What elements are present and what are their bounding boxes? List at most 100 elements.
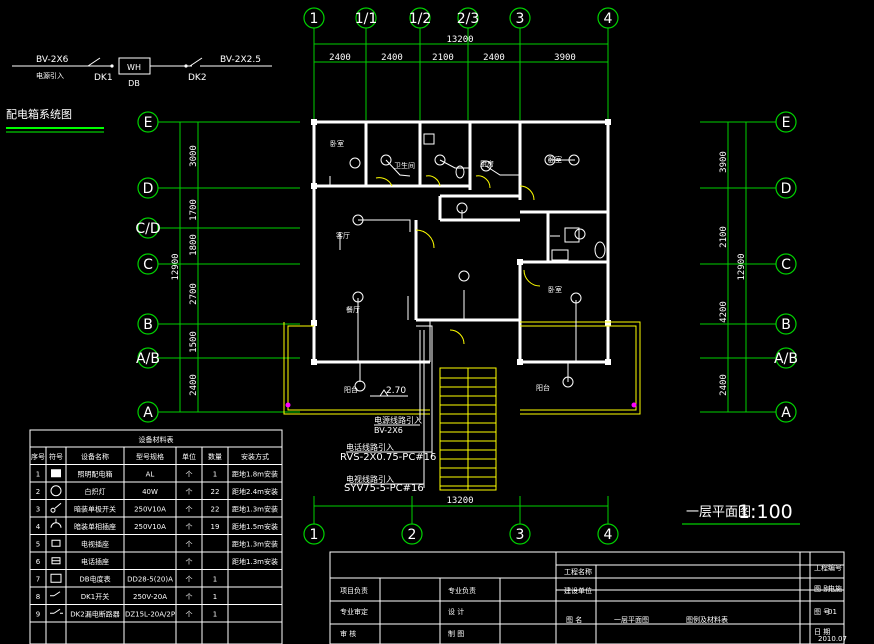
tv-lead-cable: SYV75-5-PC#16 bbox=[344, 483, 424, 494]
materials-header: 数量 bbox=[208, 452, 222, 461]
tb-check: 专业审定 bbox=[340, 607, 368, 616]
axis-label: B bbox=[143, 317, 153, 333]
materials-cell: 距地1.3m安装 bbox=[232, 557, 278, 566]
top-dimensions: 13200 2400 2400 2100 2400 3900 bbox=[314, 35, 608, 63]
tb-date-label: 日 期 bbox=[814, 628, 830, 636]
materials-cell: 6 bbox=[36, 558, 41, 566]
axis-label: C bbox=[781, 257, 791, 273]
right-dim-4: 2400 bbox=[719, 374, 729, 396]
tb-proj-lead: 项目负责 bbox=[340, 586, 368, 595]
system-title: 配电箱系统图 bbox=[6, 107, 72, 121]
materials-cell: 3 bbox=[36, 506, 40, 514]
right-dim-1: 3900 bbox=[719, 151, 729, 173]
materials-cell: 个 bbox=[186, 523, 193, 531]
left-dim-1: 3000 bbox=[189, 145, 199, 167]
material-symbol-icon bbox=[50, 518, 62, 528]
materials-cell: 1 bbox=[213, 471, 217, 479]
floor-plan: 卧室 卫生间 厨房 客厅 卧室 卧室 餐厅 阳台 阳台 楼梯 2.70 电源线路… bbox=[283, 119, 641, 494]
left-dim-2: 1700 bbox=[189, 199, 199, 221]
materials-cell: AL bbox=[146, 471, 155, 479]
materials-cell: 40W bbox=[142, 488, 158, 496]
materials-cell: 白炽灯 bbox=[85, 487, 106, 496]
materials-cell: 个 bbox=[186, 541, 193, 549]
left-dim-6: 2400 bbox=[189, 374, 199, 396]
material-symbol-icon bbox=[51, 469, 61, 478]
materials-cell: DZ15L-20A/2P bbox=[125, 611, 175, 619]
material-symbol-icon bbox=[51, 539, 61, 547]
left-dimensions: 12900 3000 1700 1800 2700 1500 2400 bbox=[171, 122, 199, 412]
materials-cell: 距地2.4m安装 bbox=[232, 487, 278, 496]
tb-project-name: 工程名称 bbox=[564, 567, 592, 576]
materials-cell: 250V10A bbox=[134, 523, 166, 531]
materials-cell: DK1开关 bbox=[81, 592, 109, 601]
axis-label: 1/2 bbox=[409, 11, 432, 27]
axis-label: 3 bbox=[516, 527, 525, 543]
axis-label: D bbox=[781, 181, 792, 197]
materials-header: 符号 bbox=[49, 452, 63, 461]
axis-label: A/B bbox=[136, 351, 160, 367]
tv-lead-label: 电视线路引入 bbox=[346, 474, 394, 484]
tb-drawing-no-label: 图 别 bbox=[814, 584, 830, 593]
tb-prof-lead: 专业负责 bbox=[448, 586, 476, 595]
power-lead-label: 电源线路引入 bbox=[374, 415, 422, 425]
materials-cell: 电话插座 bbox=[81, 557, 109, 566]
level-mark: 2.70 bbox=[386, 386, 406, 396]
right-dimensions: 12900 3900 2100 4200 2400 bbox=[719, 122, 747, 412]
cable-in-sub: 电源引入 bbox=[36, 71, 64, 80]
materials-cell: 1 bbox=[213, 576, 217, 584]
room-dining: 餐厅 bbox=[346, 305, 360, 314]
tb-sheet-label: 图 号 bbox=[814, 608, 830, 616]
materials-cell: 个 bbox=[186, 558, 193, 566]
bottom-dimensions: 13200 bbox=[314, 496, 608, 507]
material-symbol-icon bbox=[50, 502, 62, 513]
tb-review: 审 核 bbox=[340, 629, 356, 638]
axis-label: E bbox=[144, 115, 153, 131]
materials-cell: 暗装单极开关 bbox=[74, 505, 116, 514]
materials-cell: 个 bbox=[186, 506, 193, 514]
materials-cell: DD28-5(20)A bbox=[127, 576, 173, 584]
materials-cell: 9 bbox=[36, 611, 40, 619]
left-total-dim: 12900 bbox=[171, 253, 181, 280]
right-dim-2: 2100 bbox=[719, 226, 729, 248]
materials-cell: 22 bbox=[211, 488, 220, 496]
left-dim-3: 1800 bbox=[189, 234, 199, 256]
material-symbol-icon bbox=[50, 485, 62, 497]
materials-cell: 2 bbox=[36, 488, 40, 496]
materials-cell: 个 bbox=[186, 471, 193, 479]
tb-draw: 制 图 bbox=[448, 629, 464, 638]
materials-cell: 个 bbox=[186, 576, 193, 584]
materials-cell: 5 bbox=[36, 541, 40, 549]
axis-label: A/B bbox=[774, 351, 798, 367]
axis-label: 4 bbox=[604, 527, 613, 543]
material-symbol-icon bbox=[51, 557, 61, 565]
materials-title: 设备材料表 bbox=[139, 435, 174, 444]
axis-label: 2 bbox=[408, 527, 417, 543]
cable-in-label: BV-2X6 bbox=[36, 55, 69, 65]
axis-label: 1/1 bbox=[355, 11, 378, 27]
axis-label: 1 bbox=[310, 11, 319, 27]
room-bedroom-1: 卧室 bbox=[330, 139, 344, 148]
top-dim-1: 2400 bbox=[329, 53, 351, 63]
materials-cell: 250V10A bbox=[134, 506, 166, 514]
materials-cell: 1 bbox=[213, 611, 217, 619]
materials-cell: 1 bbox=[36, 471, 40, 479]
materials-cell: 照明配电箱 bbox=[78, 470, 113, 479]
room-living: 客厅 bbox=[336, 231, 350, 240]
plan-scale: 1:100 bbox=[738, 501, 793, 523]
materials-cell: 距地1.3m安装 bbox=[232, 540, 278, 549]
room-bedroom-2: 卧室 bbox=[548, 155, 562, 164]
phone-lead-cable: RVS-2X0.75-PC#16 bbox=[340, 452, 436, 463]
axis-label: A bbox=[781, 405, 791, 421]
tb-sheet-val: 01 bbox=[828, 608, 837, 616]
materials-cell: 4 bbox=[36, 523, 41, 531]
materials-cell: 个 bbox=[186, 611, 193, 619]
materials-cell: DB电度表 bbox=[79, 575, 110, 584]
room-kitchen: 厨房 bbox=[480, 159, 494, 168]
materials-header: 安装方式 bbox=[241, 452, 269, 461]
axis-label: D bbox=[143, 181, 154, 197]
power-lead-cable: BV-2X6 bbox=[374, 426, 403, 435]
